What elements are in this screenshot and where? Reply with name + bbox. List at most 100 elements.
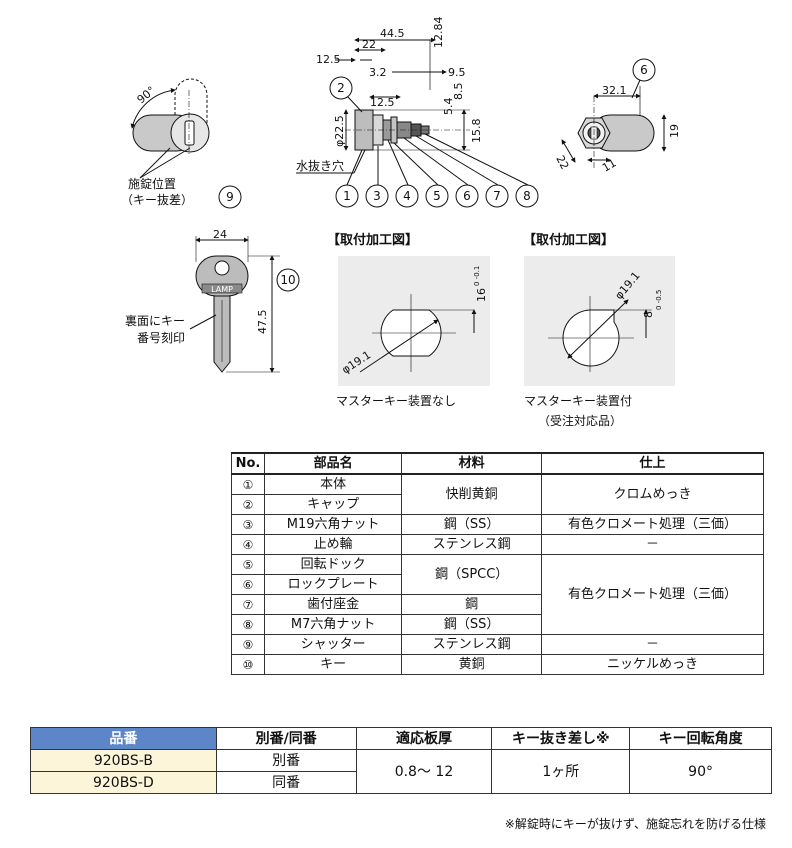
- part-number: 920BS-D: [30, 771, 217, 794]
- callout-circle: [395, 184, 419, 208]
- mount-a-title: 【取付加工図】: [327, 232, 418, 248]
- engrave-label-2: 番号刻印: [137, 331, 185, 345]
- thickness-value: 0.8～ 12: [355, 749, 493, 794]
- mount-b-title: 【取付加工図】: [523, 232, 614, 248]
- spec-table: 品番 別番/同番 適応板厚 キー抜き差し※ キー回転角度 920BS-B 別番 …: [30, 727, 772, 794]
- header-no: No.: [231, 452, 265, 475]
- header-rotation: キー回転角度: [629, 727, 772, 750]
- mount-a-dim-16: 16: [475, 288, 488, 302]
- dim-19: 19: [668, 124, 681, 138]
- spec-header-row: 品番 別番/同番 適応板厚 キー抜き差し※ キー回転角度: [30, 727, 772, 750]
- mount-a-tol: 0 -0.1: [473, 266, 481, 286]
- technical-drawings: 90° 施錠位置 （キー抜差） 9 44.5 22 12.5 12.84 3.2…: [121, 17, 681, 429]
- part-name: 止め輪: [263, 534, 403, 555]
- table-row: ⑨ シャッター ステンレス鋼 －: [231, 634, 765, 655]
- dim-phi22-5: φ22.5: [333, 115, 346, 147]
- dim-9-5: 9.5: [448, 66, 466, 79]
- header-key-type: 別番/同番: [215, 727, 357, 750]
- dim-11: 11: [600, 156, 619, 174]
- part-no: ⑨: [231, 634, 265, 655]
- part-material: 鋼（SS）: [401, 614, 542, 635]
- table-row: ⑤ 回転ドック 鋼（SPCC） 有色クロメート処理（三価）: [231, 554, 765, 635]
- part-no: ③: [231, 514, 265, 535]
- key-remove-label: （キー抜差）: [121, 193, 193, 207]
- callout-circle: [515, 184, 539, 208]
- part-finish: 有色クロメート処理（三価）: [540, 514, 765, 535]
- header-part-number: 品番: [30, 727, 217, 750]
- lock-position-label: 施錠位置: [128, 176, 176, 191]
- table-row: ③ M19六角ナット 鋼（SS） 有色クロメート処理（三価）: [231, 514, 765, 535]
- part-material: 鋼: [401, 594, 542, 615]
- part-name: 歯付座金: [263, 594, 403, 615]
- callout-2: 2: [337, 81, 345, 95]
- header-finish: 仕上: [540, 452, 765, 475]
- dim-47-5: 47.5: [256, 310, 269, 335]
- table-row: 920BS-B 別番 0.8～ 12 1ヶ所 90°: [30, 749, 772, 794]
- part-name: ロックプレート: [263, 574, 403, 595]
- mount-b-caption: マスターキー装置付: [524, 394, 632, 408]
- table-row: ⑥ ロックプレート: [231, 574, 764, 595]
- part-name: 本体: [263, 473, 403, 495]
- drain-hole-label: 水抜き穴: [296, 158, 344, 173]
- part-finish: ニッケルめっき: [540, 654, 765, 675]
- part-finish: －: [540, 534, 765, 555]
- part-material: 快削黄銅: [401, 473, 542, 515]
- part-finish: クロムめっき: [540, 473, 765, 515]
- part-name: シャッター: [263, 634, 403, 655]
- mount-b-dim-8: 8: [642, 311, 655, 318]
- header-material: 材料: [401, 452, 542, 475]
- mount-drawing-b: 【取付加工図】 8 0 -0.5 φ19.1 マスターキー装置付 （受注対応品）: [523, 232, 675, 428]
- callout-6-end: 6: [640, 63, 648, 77]
- dim-24: 24: [213, 228, 227, 241]
- parts-table: No. 部品名 材料 仕上 ① 本体 快削黄銅 クロムめっき ② キャップ ③ …: [231, 452, 765, 675]
- table-row: ⑧ M7六角ナット 鋼（SS）: [231, 614, 764, 635]
- part-number: 920BS-B: [30, 749, 217, 772]
- mount-b-caption-2: （受注対応品）: [538, 413, 622, 428]
- callout-number: 5: [433, 189, 441, 203]
- mount-a-caption: マスターキー装置なし: [336, 394, 456, 408]
- part-no: ①: [231, 473, 265, 495]
- rotation-value: 90°: [629, 749, 772, 794]
- callout-number: 4: [403, 189, 411, 203]
- part-material: 鋼（SS）: [401, 514, 542, 535]
- callout-circle: [455, 184, 479, 208]
- header-part-name: 部品名: [263, 452, 403, 475]
- part-finish: －: [540, 634, 765, 655]
- key-remove-value: 1ヶ所: [491, 749, 631, 794]
- part-name: キー: [263, 654, 403, 675]
- callout-number: 3: [373, 189, 381, 203]
- end-view: 32.1 6 19 22 11: [553, 58, 681, 175]
- table-row: 920BS-D 同番: [30, 771, 772, 794]
- side-view: 90° 施錠位置 （キー抜差） 9: [121, 78, 242, 209]
- callout-number: 1: [343, 189, 351, 203]
- dim-22-end: 22: [553, 153, 571, 171]
- key-brand: LAMP: [211, 285, 233, 294]
- part-name: 回転ドック: [263, 554, 403, 575]
- key-view: 24 LAMP 47.5 10 裏面にキー 番号刻印: [125, 228, 300, 373]
- mount-b-tol: 0 -0.5: [655, 290, 663, 310]
- callout-circle: [335, 184, 359, 208]
- part-material: 黄銅: [401, 654, 542, 675]
- part-material: ステンレス鋼: [401, 534, 542, 555]
- key-type: 別番: [215, 749, 357, 772]
- part-no: ②: [231, 494, 265, 515]
- part-no: ⑦: [231, 594, 265, 615]
- mount-drawing-a: 【取付加工図】 16 0 -0.1 φ19.1 マスターキー装置なし: [327, 232, 490, 408]
- callout-number: 6: [463, 189, 471, 203]
- dim-12-5-top: 12.5: [316, 53, 341, 66]
- engrave-label-1: 裏面にキー: [125, 313, 185, 328]
- part-finish: 有色クロメート処理（三価）: [540, 554, 765, 635]
- part-material: ステンレス鋼: [401, 634, 542, 655]
- table-row: ① 本体 快削黄銅 クロムめっき: [231, 473, 765, 515]
- dim-8-5: 8.5: [452, 83, 465, 101]
- dim-32-1: 32.1: [602, 84, 627, 97]
- parts-header-row: No. 部品名 材料 仕上: [231, 452, 765, 475]
- callout-10: 10: [280, 273, 295, 287]
- callout-circle: [365, 184, 389, 208]
- part-no: ⑥: [231, 574, 265, 595]
- table-row: ④ 止め輪 ステンレス鋼 －: [231, 534, 765, 555]
- part-no: ⑧: [231, 614, 265, 635]
- callout-number: 8: [523, 189, 531, 203]
- key-type: 同番: [215, 771, 357, 794]
